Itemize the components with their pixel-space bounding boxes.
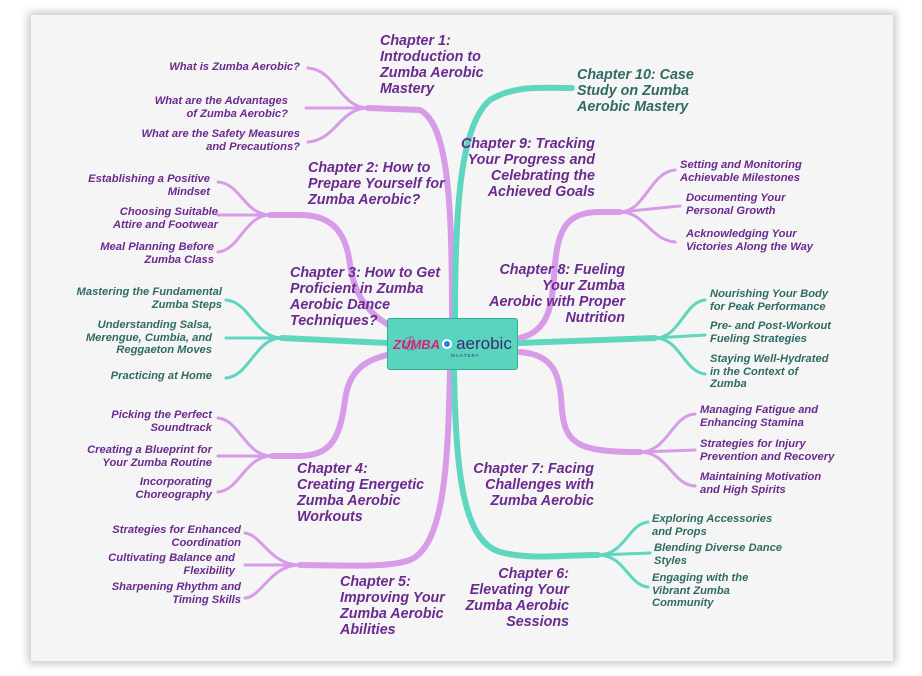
chapter-3-title: Chapter 3: How to Get Proficient in Zumb… [290,265,441,329]
chapter-9-title: Chapter 9: Tracking Your Progress and Ce… [460,136,595,200]
logo-dot-icon [442,339,453,349]
chapter-2-title: Chapter 2: How to Prepare Yourself for Z… [308,160,445,208]
chapter-7-title: Chapter 7: Facing Challenges with Zumba … [473,461,594,509]
chapter-10-title: Chapter 10: Case Study on Zumba Aerobic … [577,67,694,115]
topic-ch7-2: Strategies for Injury Prevention and Rec… [700,438,835,463]
chapter-6-title: Chapter 6: Elevating Your Zumba Aerobic … [465,566,569,630]
branch-ch10 [452,84,575,321]
branch-ch1 [304,66,455,321]
topic-ch4-1: Picking the Perfect Soundtrack [111,409,212,434]
topic-ch6-1: Exploring Accessories and Props [652,513,773,538]
topic-ch5-3: Sharpening Rhythm and Timing Skills [111,581,241,606]
chapter-8-title: Chapter 8: Fueling Your Zumba Aerobic wi… [489,262,625,326]
dancer-icon: 💃︎ [400,335,418,351]
topic-ch9-3: Acknowledging Your Victories Along the W… [686,228,814,253]
branch-ch8 [515,298,707,376]
chapter-1-title: Chapter 1: Introduction to Zumba Aerobic… [380,33,484,97]
topic-ch7-3: Maintaining Motivation and High Spirits [700,471,822,496]
topic-ch8-2: Pre- and Post-Workout Fueling Strategies [710,320,831,345]
topic-ch2-1: Establishing a Positive Mindset [88,173,210,198]
branch-ch6 [451,367,652,589]
logo-tagline: MASTERY [451,353,480,358]
topic-ch6-3: Engaging with the Vibrant Zumba Communit… [652,572,749,610]
center-logo: 💃︎ ZUMBA aerobic MASTERY [387,318,518,370]
topic-ch2-2: Choosing Suitable Attire and Footwear [112,206,218,231]
topic-ch2-3: Meal Planning Before Zumba Class [100,241,214,266]
topic-ch5-2: Cultivating Balance and Flexibility [108,552,235,577]
topic-ch4-2: Creating a Blueprint for Your Zumba Rout… [87,444,212,469]
topic-ch7-1: Managing Fatigue and Enhancing Stamina [700,404,819,429]
topic-ch1-1: What is Zumba Aerobic? [169,61,300,73]
branch-ch5 [243,367,453,600]
topic-ch1-3: What are the Safety Measures and Precaut… [141,128,300,153]
topic-ch3-2: Understanding Salsa, Merengue, Cumbia, a… [85,319,212,357]
branch-ch9 [517,168,682,341]
chapter-5-title: Chapter 5: Improving Your Zumba Aerobic … [340,574,445,638]
topic-ch8-3: Staying Well-Hydrated in the Context of … [710,353,829,391]
topic-ch6-2: Blending Diverse Dance Styles [654,542,783,567]
topic-ch9-2: Documenting Your Personal Growth [686,192,786,217]
chapter-4-title: Chapter 4: Creating Energetic Zumba Aero… [297,461,425,525]
topic-ch5-1: Strategies for Enhanced Coordination [112,524,241,549]
branch-ch7 [517,349,697,488]
topic-ch3-3: Practicing at Home [110,370,212,382]
topic-ch3-1: Mastering the Fundamental Zumba Steps [76,286,222,311]
topic-ch4-3: Incorporating Choreography [135,476,212,501]
branch-ch3 [224,298,391,380]
logo-word: aerobic [456,334,512,353]
topic-ch9-1: Setting and Monitoring Achievable Milest… [680,159,802,184]
topic-ch1-2: What are the Advantages of Zumba Aerobic… [154,95,288,120]
logo-brand: ZUMBA [393,336,441,352]
topic-ch8-1: Nourishing Your Body for Peak Performanc… [710,288,829,313]
